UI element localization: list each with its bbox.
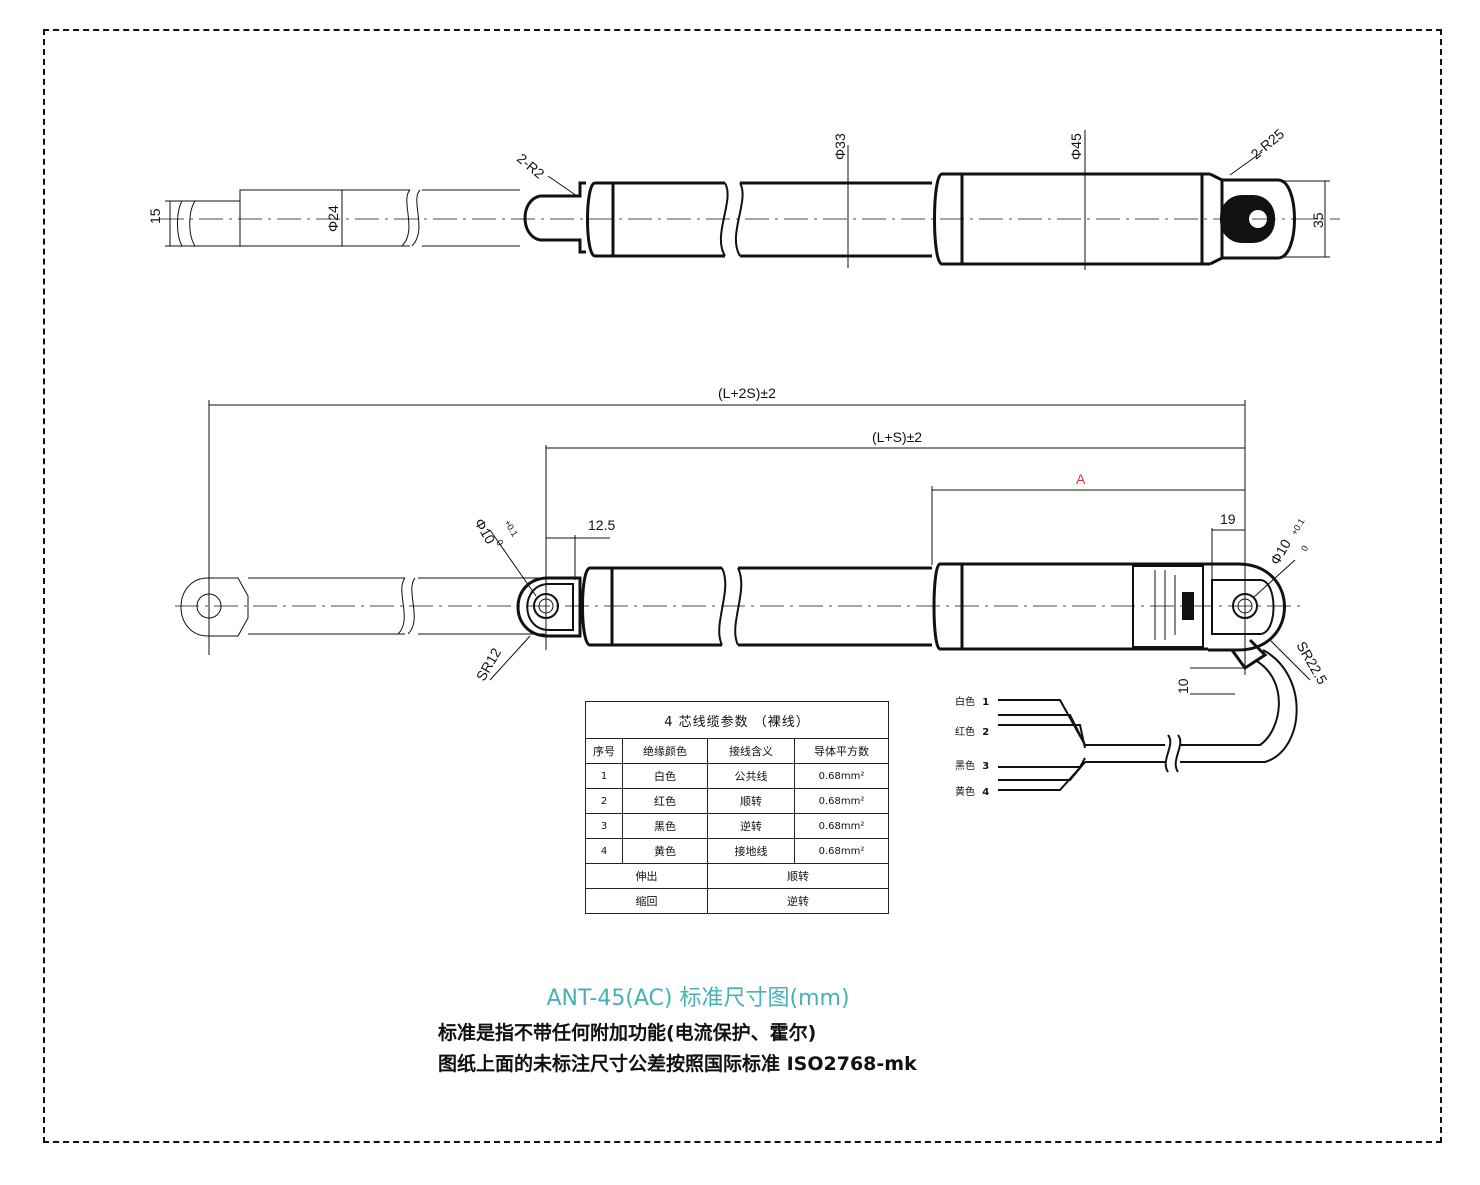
dim-10: 10: [1175, 678, 1191, 694]
dim-phi45: Φ45: [1068, 133, 1084, 160]
wire-parameter-table: 4 芯线缆参数 （裸线） 序号 绝缘颜色 接线含义 导体平方数 1 白色 公共线…: [585, 701, 889, 914]
note-standard: 标准是指不带任何附加功能(电流保护、霍尔): [438, 1022, 817, 1044]
header-insulation-color: 绝缘颜色: [622, 738, 708, 764]
table-row: 4 黄色 接地线 0.68mm²: [585, 838, 889, 864]
dim-2-r25: 2-R25: [1248, 125, 1288, 162]
dim-2-r2: 2-R2: [514, 150, 548, 182]
dim-l-plus-s: (L+S)±2: [872, 429, 922, 445]
drawing-frame: [43, 29, 1442, 1143]
header-wiring-meaning: 接线含义: [707, 738, 795, 764]
wire-label-2: 红色 2: [955, 727, 990, 738]
header-index: 序号: [585, 738, 623, 764]
dim-sr22-5: SR22.5: [1293, 639, 1330, 688]
table-row: 1 白色 公共线 0.68mm²: [585, 763, 889, 789]
header-conductor-size: 导体平方数: [794, 738, 889, 764]
dim-l-plus-2s: (L+2S)±2: [718, 385, 776, 401]
note-tolerance: 图纸上面的未标注尺寸公差按照国际标准 ISO2768-mk: [438, 1053, 917, 1075]
wire-label-1: 白色 1: [955, 697, 990, 708]
drawing-title: ANT-45(AC) 标准尺寸图(mm): [546, 986, 850, 1011]
dim-19: 19: [1220, 511, 1236, 527]
table-row: 3 黑色 逆转 0.68mm²: [585, 813, 889, 839]
dim-phi24: Φ24: [325, 205, 341, 232]
dim-a: A: [1076, 471, 1086, 487]
dim-hole-left-tol: +0.1: [502, 518, 520, 538]
wire-label-3: 黑色 3: [955, 761, 990, 772]
table-motion-row: 伸出 顺转: [585, 863, 889, 889]
table-motion-row: 缩回 逆转: [585, 888, 889, 914]
table-header-row: 序号 绝缘颜色 接线含义 导体平方数: [585, 738, 889, 764]
dim-15: 15: [147, 208, 163, 224]
dim-35: 35: [1310, 212, 1326, 228]
dim-sr12: SR12: [473, 645, 504, 684]
dim-hole-right: Φ10: [1267, 536, 1294, 567]
dim-phi33: Φ33: [832, 133, 848, 160]
dim-hole-left-tol0: 0: [494, 538, 505, 547]
top-view: 15 Φ24 2-R2 Φ33 Φ45 2-R25 35: [147, 125, 1340, 270]
wire-label-4: 黄色 4: [955, 787, 990, 798]
dim-hole-right-tol0: 0: [1299, 544, 1310, 553]
table-row: 2 红色 顺转 0.68mm²: [585, 788, 889, 814]
table-title: 4 芯线缆参数 （裸线）: [585, 701, 889, 739]
dim-hole-right-tol: +0.1: [1289, 517, 1307, 537]
dim-12-5: 12.5: [588, 517, 615, 533]
